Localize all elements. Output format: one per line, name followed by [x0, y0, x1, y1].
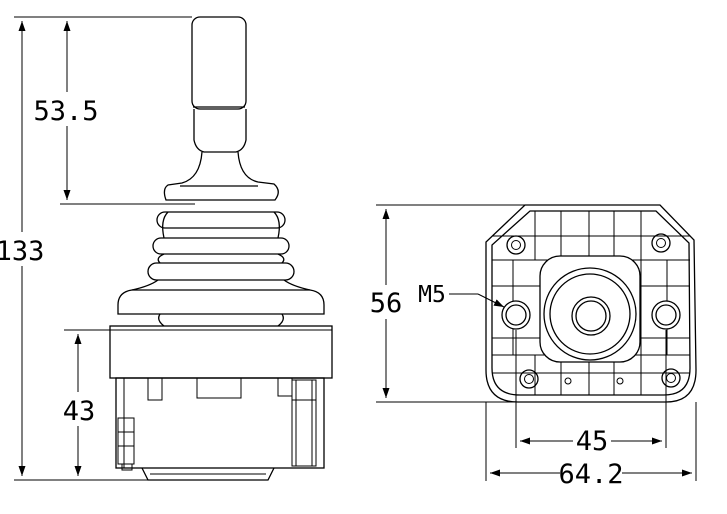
side-view [109, 16, 333, 481]
dim-hole-spacing: 45 [576, 426, 609, 457]
dim-base-height: 43 [63, 396, 96, 427]
dim-handle-length: 53.5 [33, 96, 98, 127]
side-dimensions [2, 16, 195, 481]
dim-base-depth: 56 [370, 288, 403, 319]
dim-overall-height: 133 [0, 236, 44, 267]
dim-base-width: 64.2 [558, 459, 623, 490]
top-dimensions [368, 204, 697, 488]
thread-callout: M5 [418, 282, 446, 308]
top-view [485, 204, 697, 403]
